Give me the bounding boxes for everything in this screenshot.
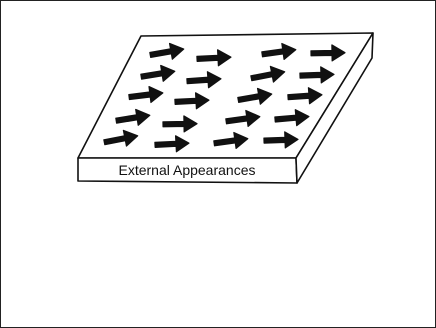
slab-label: External Appearances (119, 162, 256, 178)
